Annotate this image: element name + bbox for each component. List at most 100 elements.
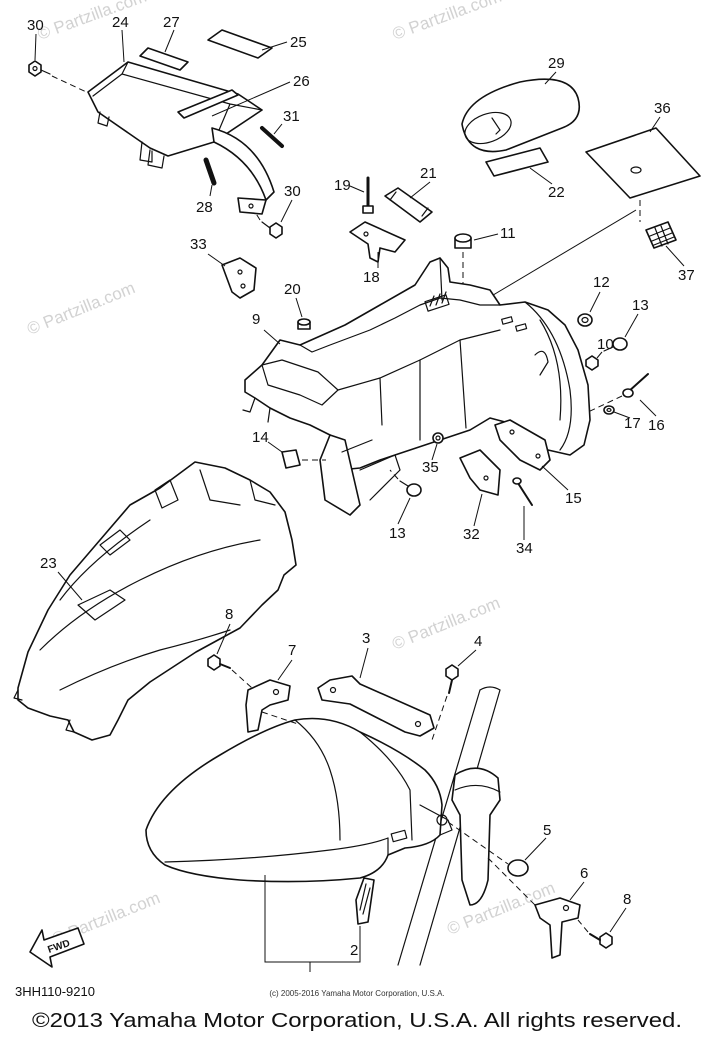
callout-8-lower: 8 xyxy=(623,891,631,908)
bolt-12 xyxy=(577,313,593,327)
strap-21-outline xyxy=(384,187,433,223)
seat-cowl-mount xyxy=(147,149,165,169)
callout-23: 23 xyxy=(40,555,57,572)
callout-2: 2 xyxy=(350,942,358,959)
leader-15 xyxy=(541,465,569,491)
inner-fender-contour xyxy=(39,519,261,691)
bracket-6-hole xyxy=(562,904,570,912)
callout-19: 19 xyxy=(334,177,351,194)
nut-10-body xyxy=(585,355,599,371)
rear-fender-slot xyxy=(515,323,528,332)
bolt-13-head xyxy=(406,483,422,497)
bracket-33 xyxy=(221,257,257,299)
leader-lines xyxy=(34,29,685,972)
leader-16 xyxy=(639,399,657,417)
dash-bolt8-to-bracket xyxy=(231,669,253,689)
stay-hole xyxy=(248,203,254,209)
screw-16-shaft xyxy=(627,373,649,393)
callout-34: 34 xyxy=(516,540,533,557)
rear-fender-top-flap xyxy=(261,359,339,406)
callout-15: 15 xyxy=(565,490,582,507)
callout-5: 5 xyxy=(543,822,551,839)
cap-5 xyxy=(507,859,529,877)
callout-3: 3 xyxy=(362,630,370,647)
bracket-18-outline xyxy=(349,221,406,263)
leader-36 xyxy=(649,116,661,133)
leader-29 xyxy=(544,71,557,85)
callout-28: 28 xyxy=(196,199,213,216)
callout-32: 32 xyxy=(463,526,480,543)
inner-fender-feet xyxy=(13,689,75,733)
bracket-7-outline xyxy=(245,679,291,733)
clip-14 xyxy=(281,449,301,469)
front-fender-label xyxy=(390,829,408,843)
dash-screw-to-fender xyxy=(587,395,623,413)
callout-35: 35 xyxy=(422,459,439,476)
rear-fender-hook xyxy=(534,350,549,376)
callout-13-lower: 13 xyxy=(389,525,406,542)
rod-28 xyxy=(203,157,217,186)
emblem-25-outline xyxy=(207,29,273,59)
leader-8-lower xyxy=(609,907,627,933)
washer-17-body xyxy=(603,405,615,415)
cover-29-opening xyxy=(464,111,512,145)
bolt-8-head xyxy=(207,654,221,671)
watermark: © Partzilla.com xyxy=(35,0,149,44)
bracket-3-hole xyxy=(329,686,337,694)
rod-31 xyxy=(260,126,284,148)
watermark: © Partzilla.com xyxy=(389,593,502,654)
leader-19 xyxy=(349,185,365,193)
washer-35 xyxy=(432,432,444,444)
leader-11 xyxy=(473,233,499,241)
callout-9: 9 xyxy=(252,311,260,328)
rear-fender-trough xyxy=(379,339,467,441)
mesh-37 xyxy=(645,221,677,249)
footer-copyright: ©2013 Yamaha Motor Corporation, U.S.A. A… xyxy=(32,1010,682,1032)
bolt-8-head xyxy=(599,932,613,949)
washer-17 xyxy=(603,405,615,415)
watermark: © Partzilla.com xyxy=(24,278,137,339)
bolt-30-lower xyxy=(261,221,283,239)
bolt-head xyxy=(28,60,42,77)
bracket-3-hole xyxy=(414,720,422,728)
fork-tube-top xyxy=(479,686,501,691)
callout-12: 12 xyxy=(593,274,610,291)
rear-fender-legs xyxy=(242,397,271,423)
bolt-8-lower xyxy=(589,932,613,949)
bracket-32-hole xyxy=(483,475,489,481)
washer-35-body xyxy=(432,432,444,444)
bolt-13-shaft xyxy=(399,480,409,487)
callout-18: 18 xyxy=(363,269,380,286)
reflector-2-lens xyxy=(359,883,371,915)
leader-27 xyxy=(164,29,175,53)
clip-14-outline xyxy=(281,449,301,469)
stay-26 xyxy=(177,89,275,215)
callout-14: 14 xyxy=(252,429,269,446)
bracket-33-hole xyxy=(240,283,246,289)
callout-27: 27 xyxy=(163,14,180,31)
callout-6: 6 xyxy=(580,865,588,882)
leader-10 xyxy=(596,351,603,359)
leader-35 xyxy=(431,443,438,461)
bolt-8-upper xyxy=(207,654,231,671)
callout-33: 33 xyxy=(190,236,207,253)
bolt-19 xyxy=(362,176,374,214)
dash-bolt13-to-fender xyxy=(389,469,399,480)
cap-5-body xyxy=(507,859,529,877)
callout-25: 25 xyxy=(290,34,307,51)
bracket-33-hole xyxy=(237,269,243,275)
grommet-11 xyxy=(454,233,472,249)
fork-slider-boss xyxy=(436,814,448,826)
callout-30-upper: 30 xyxy=(27,17,44,34)
forward-arrow-shape xyxy=(29,927,85,968)
cover-29-tab xyxy=(491,117,501,135)
inner-fender-tab xyxy=(154,469,276,509)
leader-7 xyxy=(277,659,293,681)
grommet-11-top xyxy=(454,233,472,243)
leader-14 xyxy=(267,441,283,453)
screw-34 xyxy=(512,477,533,506)
diagram-code: 3HH110-9210 xyxy=(15,984,95,999)
front-fender-1 xyxy=(145,717,453,883)
bolt-19-nut xyxy=(362,205,374,214)
